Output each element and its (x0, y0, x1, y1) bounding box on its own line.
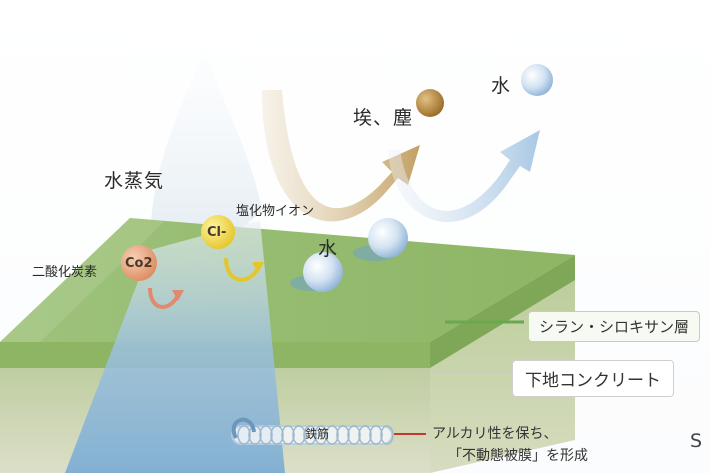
base-concrete-label: 下地コンクリート (512, 360, 674, 397)
chloride-bounce-arrow (224, 257, 260, 282)
dust-bounce-arrow (262, 90, 420, 222)
rebar-coil-ring (270, 425, 284, 445)
rebar-coil-ring (237, 425, 251, 445)
rebar-coil-ring (314, 425, 328, 445)
co2-particle (121, 245, 157, 281)
chloride-label: 塩化物イオン (236, 204, 315, 219)
rebar-coil-ring (369, 425, 383, 445)
chloride-symbol: Cl- (207, 225, 227, 240)
silane-band-side (430, 255, 575, 368)
alkali-note-line2: 「不動態被膜」を形成 (448, 448, 588, 464)
rebar-hook (231, 417, 256, 439)
co2-bounce-arrow (148, 287, 180, 309)
water-droplet-surface-2 (303, 252, 343, 292)
co2-label: 二酸化炭素 (32, 265, 98, 280)
silane-layer-label: シラン・シロキサン層 (528, 311, 701, 342)
dust-particle (416, 89, 444, 117)
rebar-coil-ring (303, 425, 317, 445)
rebar-coil-ring (325, 425, 339, 445)
rebar-label: 鉄筋 (305, 427, 330, 441)
co2-symbol: Co2 (125, 256, 153, 271)
water-top-label: 水 (491, 75, 512, 97)
rebar-coils (237, 425, 394, 445)
rebar-coil-ring (336, 425, 350, 445)
rebar-coil-ring (380, 425, 394, 445)
rebar-coil-ring (281, 425, 295, 445)
steam-plume (150, 50, 262, 250)
slab-top-highlight (0, 218, 165, 342)
rebar-coil-ring (292, 425, 306, 445)
co2-arrowhead (172, 290, 184, 301)
dust-label: 埃、塵 (353, 107, 414, 129)
chloride-particle (201, 215, 235, 249)
rebar-coil-ring (358, 425, 372, 445)
water-droplet-top (521, 64, 553, 96)
moisture-beam (65, 220, 285, 473)
rebar-coil-ring (347, 425, 361, 445)
slab-right-side (430, 255, 575, 473)
steam-label: 水蒸気 (104, 170, 165, 192)
chloride-arrowhead (252, 262, 264, 273)
water-surface-label: 水 (318, 238, 339, 260)
corner-partial-text: S (690, 430, 704, 452)
water-droplet-surface-1 (368, 218, 408, 258)
rebar-coil-ring (259, 425, 273, 445)
water-bounce-arrow (388, 130, 540, 223)
rebar-coil-ring (248, 425, 262, 445)
alkali-note-line1: アルカリ性を保ち、 (432, 426, 558, 442)
